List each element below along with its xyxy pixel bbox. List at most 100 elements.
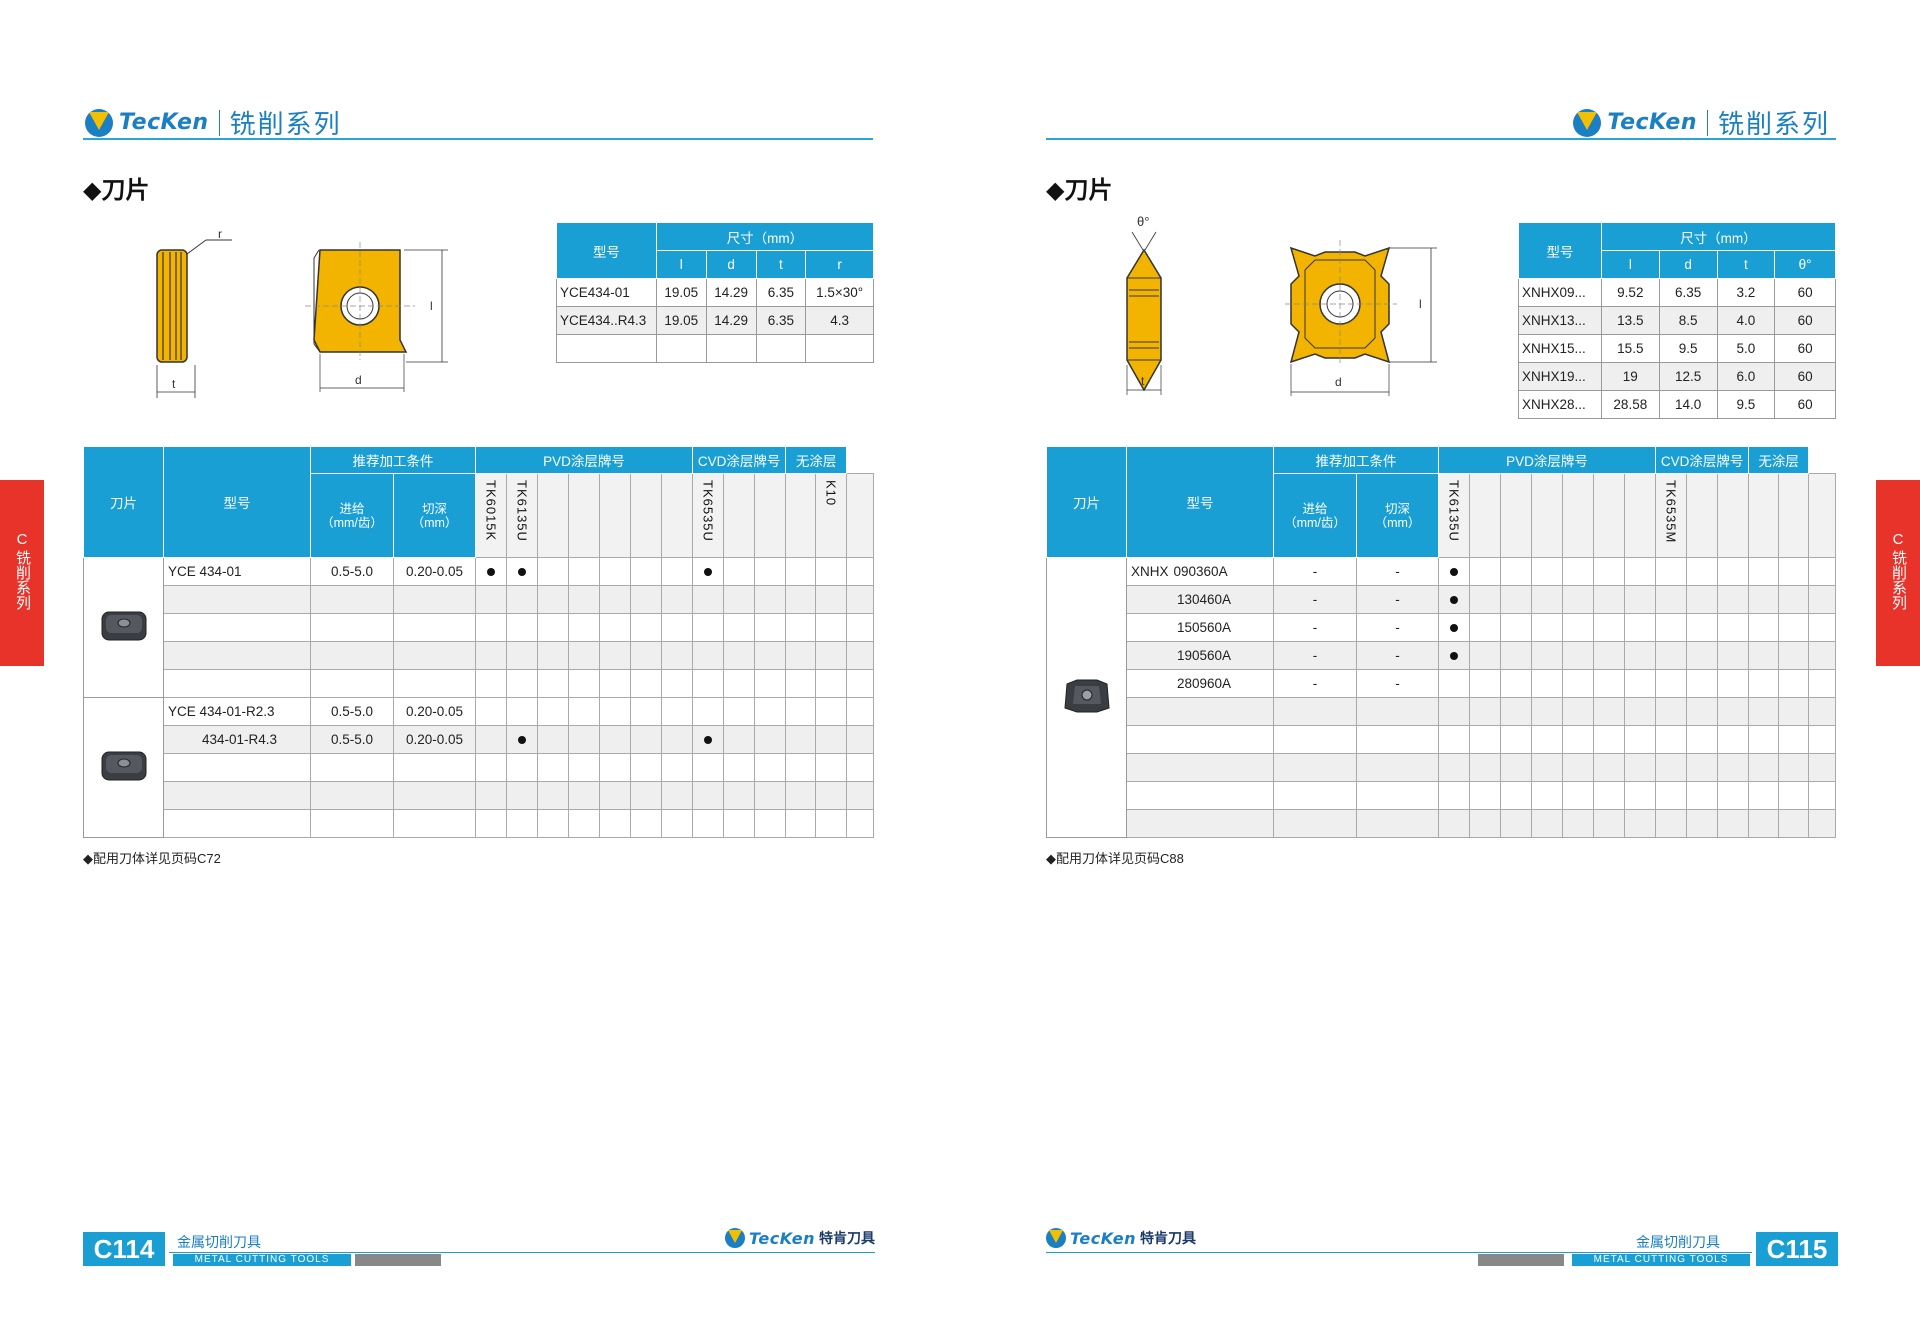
side-tab[interactable]: C 铣削系列 bbox=[0, 480, 44, 666]
grade-cell bbox=[1778, 669, 1810, 698]
insert-image bbox=[1046, 557, 1127, 838]
grade-cell bbox=[1778, 641, 1810, 670]
grade-header bbox=[1686, 473, 1719, 558]
grade-table: 刀片 型号 推荐加工条件 PVD涂层牌号 CVD涂层牌号 无涂层 进给 （mm/… bbox=[1046, 446, 1836, 838]
grade-cell bbox=[692, 669, 725, 698]
footer-category-cn: 金属切削刀具 bbox=[1636, 1234, 1720, 1250]
model-cell bbox=[163, 613, 311, 642]
feed-cell bbox=[310, 781, 394, 810]
spec-value: 9.52 bbox=[1600, 278, 1660, 307]
grade-cell bbox=[537, 585, 569, 614]
depth-cell bbox=[393, 753, 476, 782]
grade-header: TK6135U bbox=[1438, 473, 1470, 558]
grade-header bbox=[1623, 473, 1657, 558]
spec-value: 60 bbox=[1774, 278, 1836, 307]
feed-cell bbox=[310, 613, 394, 642]
col-conditions: 推荐加工条件 bbox=[310, 446, 476, 474]
grade-cell bbox=[785, 613, 817, 642]
spec-value bbox=[755, 334, 807, 363]
left-page: TecKen 铣削系列 ◆刀片 r t l d bbox=[0, 108, 875, 1266]
depth-cell bbox=[393, 669, 476, 698]
depth-cell bbox=[393, 781, 476, 810]
grade-cell bbox=[599, 669, 631, 698]
footer-bar bbox=[355, 1254, 441, 1266]
grade-cell bbox=[1562, 781, 1594, 810]
grade-cell bbox=[537, 781, 569, 810]
grade-cell bbox=[1531, 697, 1563, 726]
logo-mark-icon bbox=[1046, 1228, 1066, 1248]
spec-value: 19.05 bbox=[655, 278, 707, 307]
feed-cell bbox=[310, 669, 394, 698]
spec-model: XNHX19... bbox=[1518, 362, 1602, 391]
grade-header bbox=[568, 473, 600, 558]
table-row bbox=[84, 669, 874, 698]
depth-cell bbox=[393, 585, 476, 614]
spec-model: XNHX13... bbox=[1518, 306, 1602, 335]
grade-cell bbox=[1778, 557, 1810, 586]
grade-cell bbox=[754, 585, 787, 614]
grade-cell bbox=[1469, 809, 1501, 838]
spec-model: XNHX28... bbox=[1518, 390, 1602, 419]
grade-cell bbox=[1686, 697, 1719, 726]
available-dot-icon bbox=[487, 568, 495, 576]
depth-cell bbox=[393, 641, 476, 670]
grade-cell bbox=[1717, 809, 1750, 838]
grade-cell bbox=[815, 669, 848, 698]
grade-cell bbox=[754, 557, 787, 586]
grade-name: K10 bbox=[823, 480, 839, 507]
table-row bbox=[84, 585, 874, 614]
grade-cell bbox=[723, 697, 756, 726]
col-model: 型号 bbox=[163, 446, 311, 558]
grade-cell bbox=[846, 641, 874, 670]
available-dot-icon bbox=[1450, 596, 1458, 604]
grade-cell bbox=[1717, 725, 1750, 754]
note: ◆配用刀体详见页码C88 bbox=[1046, 851, 1184, 866]
grade-cell bbox=[1655, 669, 1688, 698]
grade-cell bbox=[599, 725, 631, 754]
series-title: 铣削系列 bbox=[229, 109, 342, 139]
grade-cell bbox=[630, 725, 662, 754]
grade-cell bbox=[1808, 585, 1836, 614]
grade-cell bbox=[815, 641, 848, 670]
footer-category-en: METAL CUTTING TOOLS bbox=[1572, 1254, 1750, 1266]
model-suffix: 090360A bbox=[1173, 564, 1228, 579]
grade-cell bbox=[660, 781, 694, 810]
grade-cell bbox=[1748, 753, 1780, 782]
grade-cell bbox=[815, 585, 848, 614]
grade-cell bbox=[1686, 781, 1719, 810]
grade-cell bbox=[1531, 613, 1563, 642]
grade-cell bbox=[1469, 585, 1501, 614]
depth-cell: 0.20-0.05 bbox=[393, 557, 476, 586]
spec-value: 14.29 bbox=[705, 278, 757, 307]
side-tab-text: 铣削系列 bbox=[1890, 550, 1907, 610]
grade-cell bbox=[846, 697, 874, 726]
footer-category-en: METAL CUTTING TOOLS bbox=[173, 1254, 351, 1266]
page-number: C115 bbox=[1756, 1232, 1838, 1266]
spec-value: 9.5 bbox=[1658, 334, 1718, 363]
col-model: 型号 bbox=[1126, 446, 1274, 558]
insert-side-drawing: θ° t bbox=[1126, 214, 1162, 395]
grade-cell bbox=[1808, 809, 1836, 838]
grade-cell bbox=[475, 585, 507, 614]
spec-value: 14.0 bbox=[1658, 390, 1718, 419]
grade-cell bbox=[1438, 585, 1470, 614]
grade-cell bbox=[630, 669, 662, 698]
grade-cell bbox=[475, 753, 507, 782]
grade-cell bbox=[1717, 613, 1750, 642]
page-header: TecKen 铣削系列 bbox=[1046, 100, 1836, 140]
label-t: t bbox=[172, 377, 176, 391]
table-row bbox=[84, 613, 874, 642]
spec-header-size: 尺寸（mm） bbox=[655, 222, 875, 251]
grade-cell bbox=[506, 669, 538, 698]
label-d: d bbox=[1335, 375, 1342, 389]
model-cell bbox=[1126, 753, 1274, 782]
grade-cell bbox=[630, 753, 662, 782]
side-tab[interactable]: C 铣削系列 bbox=[1876, 480, 1920, 666]
side-tab-letter: C bbox=[1892, 531, 1904, 548]
grade-cell bbox=[692, 557, 725, 586]
grade-cell bbox=[1562, 725, 1594, 754]
right-page: TecKen 铣削系列 ◆刀片 θ° t l d bbox=[960, 0, 1920, 1336]
grade-cell bbox=[785, 697, 817, 726]
